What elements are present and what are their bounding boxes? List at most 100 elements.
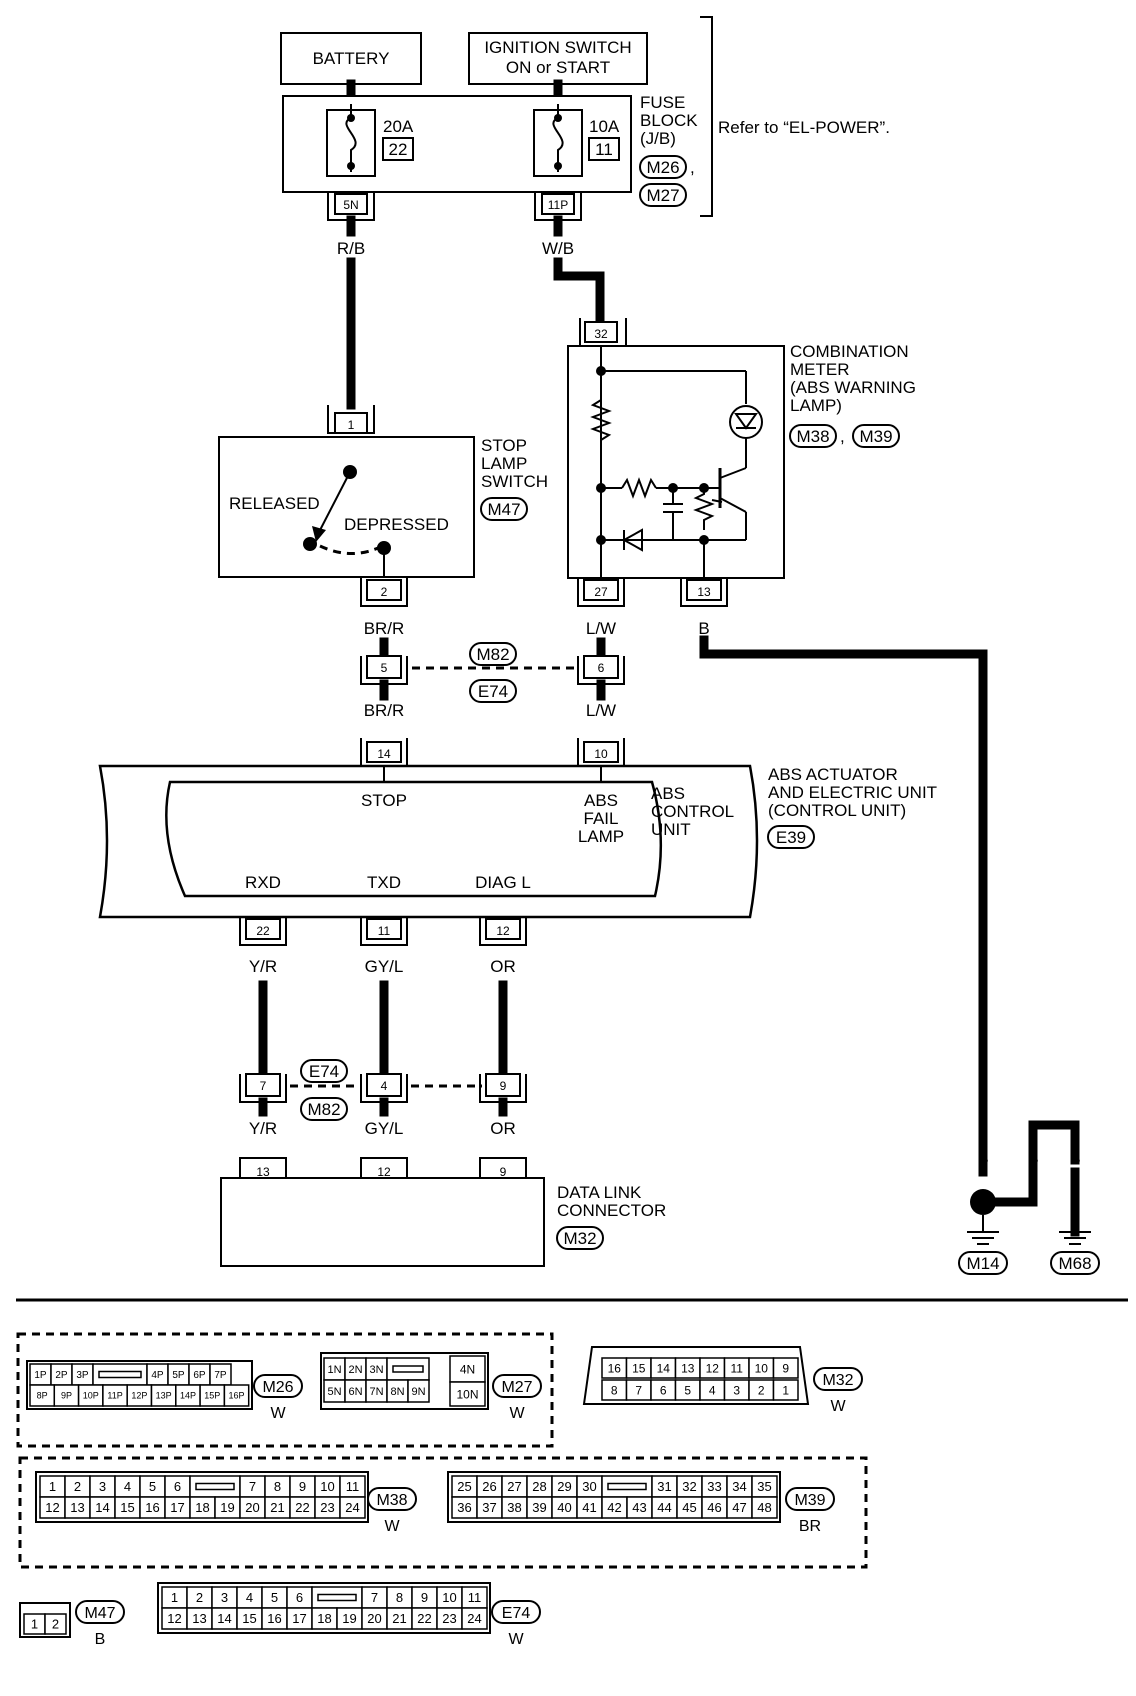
m39-pin-29: 29 (551, 1475, 578, 1498)
fuse-20a-rating: 20A (383, 117, 414, 136)
svg-text:2: 2 (52, 1617, 59, 1632)
abs-pin-14: 14 (360, 738, 408, 767)
svg-text:2N: 2N (348, 1364, 362, 1376)
connector-group-1 (16, 1332, 554, 1448)
fuse-20a-number: 22 (389, 140, 408, 159)
m39-pin-42: 42 (601, 1496, 628, 1519)
m38-pin-6: 6 (164, 1475, 191, 1498)
m27-pin-6N: 6N (344, 1379, 367, 1403)
joint1-conn-e74: E74 (478, 682, 508, 701)
m26-pin-11P: 11P (102, 1384, 128, 1407)
abs-signal-rxd: RXD (245, 873, 281, 892)
connector-group-2 (18, 1456, 868, 1569)
e74-pin-3: 3 (211, 1586, 238, 1609)
svg-text:2: 2 (758, 1383, 765, 1397)
wire-label-lw-2: L/W (586, 701, 616, 720)
svg-text:4: 4 (709, 1383, 716, 1397)
svg-text:M39: M39 (794, 1492, 825, 1509)
dlc-pin-9: 9 (479, 1157, 527, 1179)
svg-text:4N: 4N (460, 1362, 475, 1376)
m27-face (320, 1352, 489, 1410)
meter-label-1: COMBINATION (790, 342, 909, 361)
svg-text:13: 13 (70, 1500, 84, 1515)
svg-text:7: 7 (260, 1079, 267, 1093)
abs-pin-10: 10 (577, 738, 625, 767)
svg-text:14P: 14P (180, 1391, 196, 1401)
battery-box: BATTERY (280, 32, 422, 85)
abs-outer-label-3: (CONTROL UNIT) (768, 801, 906, 820)
terminal-5n: 5N (327, 192, 375, 221)
svg-text:14: 14 (95, 1500, 109, 1515)
svg-text:9N: 9N (411, 1386, 425, 1398)
svg-text:4: 4 (246, 1590, 253, 1605)
m38-pin-12: 12 (39, 1496, 66, 1519)
m26-pin-4P: 4P (146, 1363, 169, 1386)
svg-text:10N: 10N (456, 1387, 478, 1401)
m26-pin-16P: 16P (223, 1384, 250, 1407)
svg-text:22: 22 (256, 924, 270, 938)
e74-pin-9: 9 (411, 1586, 438, 1609)
svg-text:3: 3 (733, 1383, 740, 1397)
svg-text:5N: 5N (343, 198, 358, 212)
fuse-block-label-2: BLOCK (640, 111, 698, 130)
svg-text:15: 15 (242, 1611, 256, 1626)
m38-pin-13: 13 (64, 1496, 91, 1519)
m39-pin-43: 43 (626, 1496, 653, 1519)
ground-m14-icon (967, 1215, 999, 1245)
wire-label-brr-1: BR/R (364, 619, 405, 638)
battery-label: BATTERY (313, 49, 390, 68)
fuse-block-conn-m26: M26 (646, 158, 679, 177)
m26-pin-13P: 13P (150, 1384, 177, 1407)
e74-pin-10: 10 (436, 1586, 463, 1609)
svg-text:32: 32 (682, 1479, 696, 1494)
m27-pin-7N: 7N (365, 1379, 388, 1403)
m27-pin-2N: 2N (344, 1357, 367, 1381)
svg-text:42: 42 (607, 1500, 621, 1515)
svg-text:4: 4 (124, 1479, 131, 1494)
abs-outer-label-1: ABS ACTUATOR (768, 765, 898, 784)
meter-pin-13: 13 (680, 578, 728, 607)
svg-text:22: 22 (295, 1500, 309, 1515)
svg-text:32: 32 (594, 327, 608, 341)
svg-text:3P: 3P (76, 1370, 89, 1381)
switch-released-label: RELEASED (229, 494, 320, 513)
fuse-block-label-1: FUSE (640, 93, 685, 112)
svg-text:8: 8 (274, 1479, 281, 1494)
ground-jumper-wire (991, 1120, 1080, 1207)
svg-text:1: 1 (49, 1479, 56, 1494)
svg-text:10P: 10P (83, 1391, 99, 1401)
e74-pin-19: 19 (336, 1607, 363, 1630)
svg-text:M27: M27 (501, 1379, 532, 1396)
svg-text:25: 25 (457, 1479, 471, 1494)
abs-signal-txd: TXD (367, 873, 401, 892)
svg-text:7: 7 (635, 1383, 642, 1397)
svg-text:,: , (840, 427, 845, 446)
m39-pin-25: 25 (451, 1475, 478, 1498)
m32-pin-16: 16 (601, 1357, 628, 1379)
svg-text:,: , (690, 158, 695, 177)
refer-note: Refer to “EL-POWER”. (718, 118, 890, 137)
m39-pin-27: 27 (501, 1475, 528, 1498)
m38-pin-22: 22 (289, 1496, 316, 1519)
svg-text:11: 11 (346, 1479, 360, 1494)
e74-pin-15: 15 (236, 1607, 263, 1630)
ground-splice-icon (970, 1189, 996, 1215)
svg-text:B: B (95, 1631, 106, 1648)
m38-pin-21: 21 (264, 1496, 291, 1519)
m32-pin-9: 9 (772, 1357, 799, 1379)
e74-pin-14: 14 (211, 1607, 238, 1630)
m32-pin-11: 11 (723, 1357, 750, 1379)
svg-text:16P: 16P (229, 1391, 245, 1401)
svg-text:13: 13 (192, 1611, 206, 1626)
svg-text:31: 31 (657, 1479, 671, 1494)
svg-text:11: 11 (731, 1361, 744, 1375)
svg-text:W: W (384, 1518, 400, 1535)
m39-pin-45: 45 (676, 1496, 703, 1519)
m47-face (19, 1602, 71, 1638)
m26-pin-12P: 12P (126, 1384, 153, 1407)
